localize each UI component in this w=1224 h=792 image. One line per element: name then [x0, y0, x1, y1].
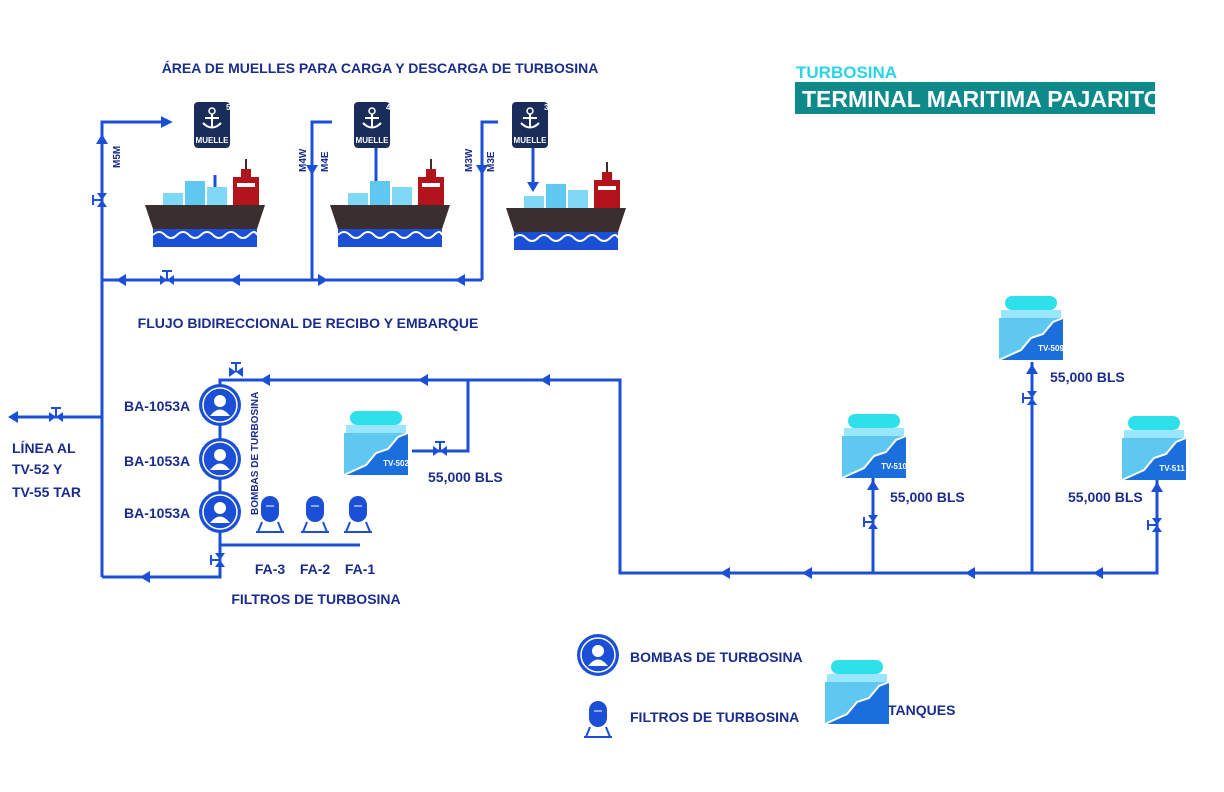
ship-icon: [329, 158, 451, 248]
pump-icon[interactable]: [198, 383, 242, 427]
pump-group-label: BOMBAS DE TURBOSINA: [250, 392, 261, 515]
filter-group: FA-3 FA-2 FA-1 FILTROS DE TURBOSINA: [231, 495, 401, 607]
pump-label: BA-1053A: [124, 398, 190, 414]
valve-icon[interactable]: [48, 407, 64, 423]
dock-label: MUELLE: [514, 136, 548, 145]
filter-icon[interactable]: [343, 495, 373, 533]
legend-pumps-label: BOMBAS DE TURBOSINA: [630, 649, 803, 665]
dock-label: MUELLE: [196, 136, 230, 145]
tank-capacity: 55,000 BLS: [428, 469, 503, 485]
legend-filter-icon: [583, 700, 613, 738]
pump-label: BA-1053A: [124, 453, 190, 469]
dock-label: MUELLE: [356, 136, 390, 145]
outlet-label: LÍNEA AL TV-52 Y TV-55 TAR: [12, 440, 81, 500]
dock-line-label: M3E: [486, 151, 497, 172]
legend-pump-icon: [576, 633, 620, 677]
svg-text:TV-52 Y: TV-52 Y: [12, 461, 63, 477]
title-subtitle: TURBOSINA: [796, 63, 897, 82]
pump-icon[interactable]: [198, 490, 242, 534]
dock-4: 4 MUELLE M4W M4E: [298, 101, 451, 248]
dock-line-label: M3W: [464, 148, 475, 172]
filter-label: FA-2: [300, 561, 331, 577]
dock-line-label: M4E: [320, 151, 331, 172]
filter-label: FA-3: [255, 561, 286, 577]
dock-3: 3 MUELLE M3W M3E: [464, 101, 627, 251]
tank-tv-510: TV-510 55,000 BLS: [841, 413, 965, 505]
filter-icon[interactable]: [300, 495, 330, 533]
valve-icon[interactable]: [228, 362, 244, 378]
valve-icon[interactable]: [210, 552, 226, 568]
legend-tanks-label: TANQUES: [888, 702, 955, 718]
tank-id: TV-509: [1038, 344, 1064, 353]
valve-icon[interactable]: [432, 441, 448, 457]
valve-icon[interactable]: [863, 514, 879, 530]
pump-group: BA-1053A BA-1053A BA-1053A BOMBAS DE TUR…: [124, 383, 261, 534]
legend: BOMBAS DE TURBOSINA FILTROS DE TURBOSINA…: [576, 633, 955, 738]
tank-tv-502: TV-502 55,000 BLS: [343, 410, 503, 485]
legend-tank-icon: [824, 659, 890, 725]
dock-number: 5: [226, 103, 231, 112]
tank-tv-509: TV-509 55,000 BLS: [998, 295, 1125, 385]
title-banner: [795, 82, 1155, 114]
dock-area-label: ÁREA DE MUELLES PARA CARGA Y DESCARGA DE…: [162, 60, 599, 76]
dock-line-label: M5M: [112, 146, 123, 168]
tank-id: TV-502: [383, 459, 409, 468]
tank-capacity: 55,000 BLS: [1050, 369, 1125, 385]
filter-group-label: FILTROS DE TURBOSINA: [231, 591, 400, 607]
tank-tv-511: TV-511 55,000 BLS: [1068, 415, 1187, 505]
valve-icon[interactable]: [159, 270, 175, 286]
valve-icon[interactable]: [1147, 517, 1163, 533]
valve-icon[interactable]: [1022, 390, 1038, 406]
flow-label: FLUJO BIDIRECCIONAL DE RECIBO Y EMBARQUE: [138, 315, 479, 331]
tank-id: TV-511: [1159, 464, 1185, 473]
dock-number: 3: [544, 103, 549, 112]
svg-text:LÍNEA AL: LÍNEA AL: [12, 440, 76, 456]
svg-text:TV-55 TAR: TV-55 TAR: [12, 484, 81, 500]
ship-icon: [505, 161, 627, 251]
filter-label: FA-1: [345, 561, 376, 577]
valve-icon[interactable]: [92, 192, 108, 208]
dock-5: 5 MUELLE M5M: [112, 101, 266, 248]
ship-icon: [144, 158, 266, 248]
tank-capacity: 55,000 BLS: [1068, 489, 1143, 505]
dock-number: 4: [386, 103, 391, 112]
page-title: TERMINAL MARITIMA PAJARITOS: [802, 86, 1177, 112]
tank-capacity: 55,000 BLS: [890, 489, 965, 505]
pump-icon[interactable]: [198, 437, 242, 481]
dock-line-label: M4W: [298, 148, 309, 172]
pump-label: BA-1053A: [124, 505, 190, 521]
tank-id: TV-510: [881, 462, 907, 471]
legend-filters-label: FILTROS DE TURBOSINA: [630, 709, 799, 725]
